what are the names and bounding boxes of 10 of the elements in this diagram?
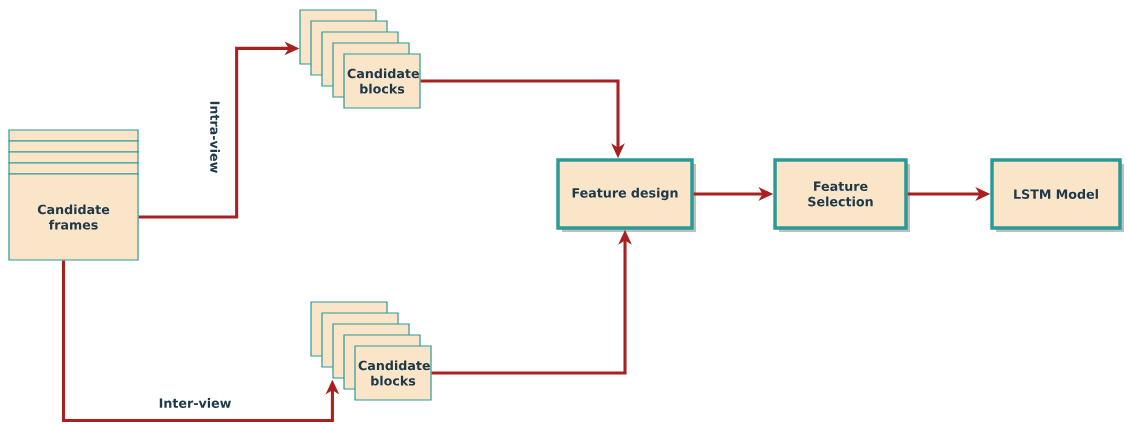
- node-label: Candidate blocks: [358, 360, 430, 386]
- node-label: blocks: [360, 83, 405, 94]
- stacked-blocks-box: Candidate blocks: [299, 9, 421, 109]
- edge-label: Inter-view: [157, 396, 233, 410]
- edge-label: Intra-view: [208, 99, 222, 175]
- process-box: LSTM Model: [990, 158, 1124, 232]
- stacked-frames-box: Candidate frames: [8, 129, 139, 261]
- process-box: Feature design: [556, 158, 696, 232]
- process-box: Feature Selection: [773, 158, 910, 232]
- stacked-blocks-box: Candidate blocks: [310, 301, 432, 401]
